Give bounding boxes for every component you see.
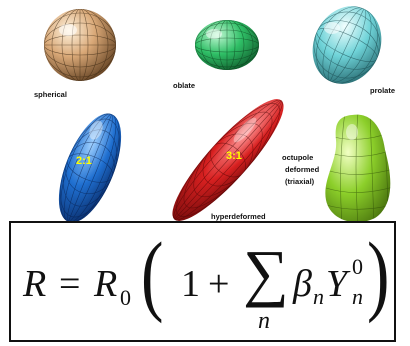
formula-r0-subscript: 0: [120, 285, 131, 310]
formula-sum-index: n: [258, 308, 270, 334]
formula-y: Y: [326, 263, 348, 305]
hyperdeformed-ratio: 3:1: [226, 150, 242, 162]
formula-lhs: R: [23, 263, 47, 305]
superdeformed-nucleus: [58, 113, 122, 223]
prolate-label: prolate: [370, 86, 395, 95]
spherical-label: spherical: [34, 90, 67, 99]
formula-equals: =: [59, 263, 81, 305]
formula-r0-base: R: [94, 263, 118, 305]
formula-left-paren: (: [141, 225, 164, 324]
formula-y-superscript: 0: [352, 254, 363, 279]
spherical-nucleus: [44, 9, 116, 81]
formula-beta-subscript: n: [313, 284, 324, 309]
hyperdeformed-nucleus: [172, 99, 284, 221]
oblate-nucleus: [195, 20, 259, 70]
formula-plus: +: [208, 263, 230, 305]
hyperdeformed-label: hyperdeformed: [211, 212, 266, 221]
octupole-nucleus: [325, 114, 391, 223]
octupole-label-line-2: deformed: [285, 165, 320, 174]
octupole-label-line-3: (triaxial): [285, 177, 315, 186]
formula-beta: β: [293, 263, 312, 305]
formula-sum-symbol: ∑: [243, 237, 289, 308]
formula-right-paren: ): [367, 225, 390, 324]
octupole-label-line-1: octupole: [282, 153, 313, 162]
formula-y-subscript: n: [352, 284, 363, 309]
prolate-nucleus: [312, 6, 382, 84]
oblate-label: oblate: [173, 81, 195, 90]
formula-box: R = R 0 ( 1 + ∑ n β n Y 0 n ): [9, 221, 396, 342]
formula-one: 1: [181, 263, 200, 305]
superdeformed-ratio: 2:1: [76, 155, 92, 167]
